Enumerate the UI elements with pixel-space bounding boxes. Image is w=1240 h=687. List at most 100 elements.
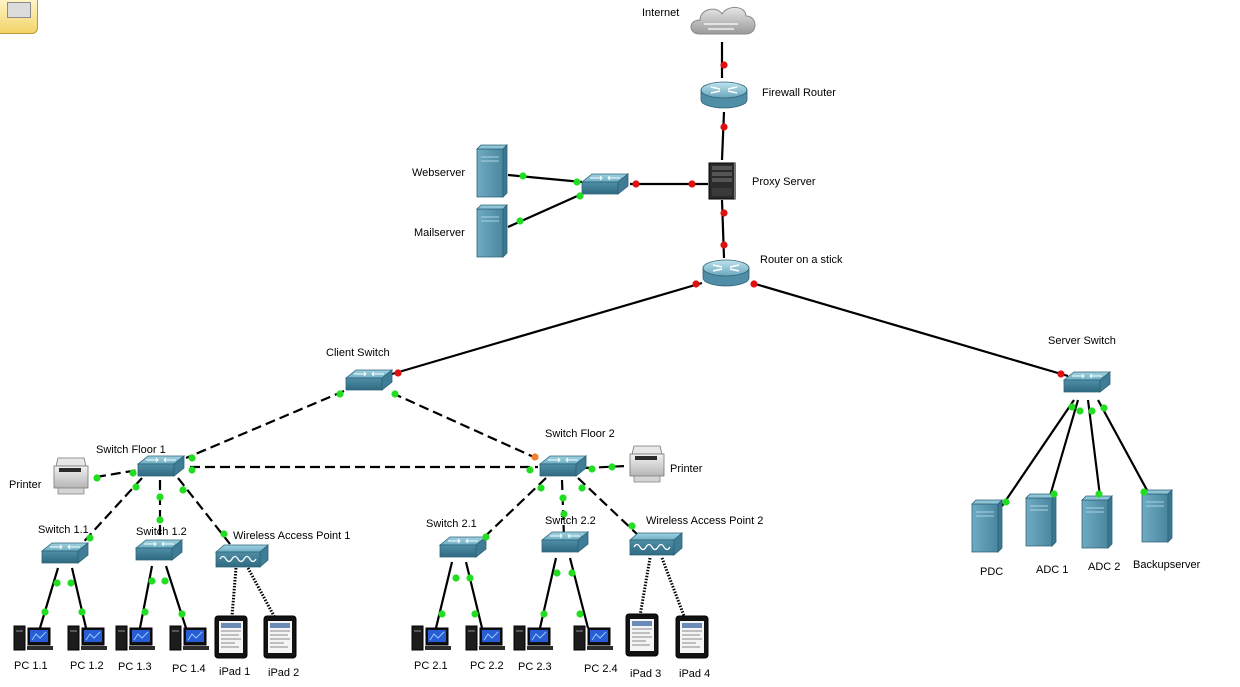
port-up-dot: [1140, 488, 1148, 496]
pc-1-4-icon[interactable]: [169, 625, 210, 651]
webserver-icon[interactable]: [476, 144, 508, 198]
port-up-dot: [1050, 490, 1058, 498]
label-wap-1: Wireless Access Point 1: [233, 530, 350, 542]
port-up-dot: [1100, 404, 1108, 412]
link-firewall-proxy: [720, 111, 726, 161]
port-up-dot: [78, 608, 86, 616]
corner-widget-icon[interactable]: [0, 0, 38, 34]
router-on-a-stick-icon[interactable]: [702, 259, 750, 287]
pc-2-2-icon[interactable]: [465, 625, 506, 651]
label-backupserver: Backupserver: [1133, 559, 1201, 571]
server-switch-icon[interactable]: [1063, 371, 1111, 393]
pc-1-3-icon[interactable]: [115, 625, 156, 651]
printer-1-icon[interactable]: [53, 457, 89, 495]
port-down-dot: [720, 61, 728, 69]
port-up-dot: [67, 579, 75, 587]
switch-1-2-icon[interactable]: [135, 539, 183, 561]
label-pc-2-2: PC 2.2: [470, 660, 504, 672]
switch-2-2-icon[interactable]: [541, 531, 589, 553]
port-up-dot: [576, 192, 584, 200]
port-up-dot: [466, 574, 474, 582]
port-up-dot: [438, 610, 446, 618]
port-up-dot: [537, 484, 545, 492]
pc-2-3-icon[interactable]: [513, 625, 554, 651]
label-switch-floor-1: Switch Floor 1: [96, 444, 166, 456]
port-down-dot: [394, 369, 402, 377]
switch-1-1-icon[interactable]: [41, 542, 89, 564]
port-up-dot: [568, 569, 576, 577]
link-floor2-switch22: [560, 479, 566, 539]
printer-2-icon[interactable]: [629, 445, 665, 483]
port-up-dot: [471, 610, 479, 618]
pc-2-4-icon[interactable]: [573, 625, 614, 651]
pc-2-1-icon[interactable]: [411, 625, 452, 651]
link-serverswitch-adc1: [1048, 399, 1080, 497]
port-up-dot: [132, 483, 140, 491]
switch-floor-1-icon[interactable]: [137, 455, 185, 477]
adc-2-server-icon[interactable]: [1081, 495, 1113, 549]
link-serverswitch-adc2: [1086, 399, 1102, 497]
pc-1-2-icon[interactable]: [67, 625, 108, 651]
port-down-dot: [692, 280, 700, 288]
adc-1-server-icon[interactable]: [1025, 493, 1057, 547]
wap-2-icon[interactable]: [629, 532, 683, 556]
label-pc-2-4: PC 2.4: [584, 663, 618, 675]
label-pdc: PDC: [980, 566, 1003, 578]
port-up-dot: [1076, 407, 1084, 415]
port-up-dot: [161, 577, 169, 585]
port-up-dot: [129, 469, 137, 477]
label-adc-1: ADC 1: [1036, 564, 1068, 576]
port-up-dot: [336, 390, 344, 398]
label-proxy-server: Proxy Server: [752, 176, 816, 188]
cloud-icon[interactable]: [690, 7, 756, 35]
port-up-dot: [188, 466, 196, 474]
client-switch-icon[interactable]: [345, 369, 393, 391]
port-up-dot: [482, 533, 490, 541]
port-up-dot: [526, 466, 534, 474]
link-router-clientswitch: [391, 281, 703, 376]
backupserver-icon[interactable]: [1141, 489, 1173, 543]
port-up-dot: [391, 390, 399, 398]
switch-2-1-icon[interactable]: [439, 536, 487, 558]
firewall-router-icon[interactable]: [700, 81, 748, 109]
label-switch-1-1: Switch 1.1: [38, 524, 89, 536]
ipad-1-icon[interactable]: [214, 615, 248, 659]
port-down-dot: [720, 241, 728, 249]
port-up-dot: [53, 579, 61, 587]
ipad-2-icon[interactable]: [263, 615, 297, 659]
wap-1-icon[interactable]: [215, 544, 269, 568]
port-up-dot: [519, 172, 527, 180]
switch-floor-2-icon[interactable]: [539, 455, 587, 477]
port-up-dot: [540, 610, 548, 618]
ipad-3-icon[interactable]: [625, 613, 659, 657]
ipad-4-icon[interactable]: [675, 615, 709, 659]
label-internet: Internet: [642, 7, 679, 19]
link-serverswitch-backup: [1097, 399, 1149, 493]
port-up-dot: [1095, 490, 1103, 498]
port-up-dot: [553, 569, 561, 577]
label-ipad-4: iPad 4: [679, 668, 710, 680]
port-down-dot: [688, 180, 696, 188]
pdc-server-icon[interactable]: [971, 499, 1003, 553]
link-clientswitch-floor2: [391, 391, 537, 460]
dmz-switch-icon[interactable]: [581, 173, 629, 195]
label-adc-2: ADC 2: [1088, 561, 1120, 573]
link-sw11-pc11: [38, 567, 60, 629]
link-webserver-dmzswitch: [507, 173, 583, 184]
mailserver-icon[interactable]: [476, 204, 508, 258]
label-printer-1: Printer: [9, 479, 42, 491]
label-client-switch: Client Switch: [326, 347, 390, 359]
wireless-link-ipad1: [230, 567, 238, 617]
label-pc-1-3: PC 1.3: [118, 661, 152, 673]
port-up-dot: [608, 463, 616, 471]
proxy-server-icon[interactable]: [708, 162, 736, 200]
label-ipad-2: iPad 2: [268, 667, 299, 679]
port-up-dot: [1088, 407, 1096, 415]
port-up-dot: [588, 465, 596, 473]
port-down-dot: [720, 209, 728, 217]
port-down-dot: [750, 280, 758, 288]
pc-1-1-icon[interactable]: [13, 625, 54, 651]
port-up-dot: [188, 454, 196, 462]
port-up-dot: [628, 522, 636, 530]
label-wap-2: Wireless Access Point 2: [646, 515, 763, 527]
